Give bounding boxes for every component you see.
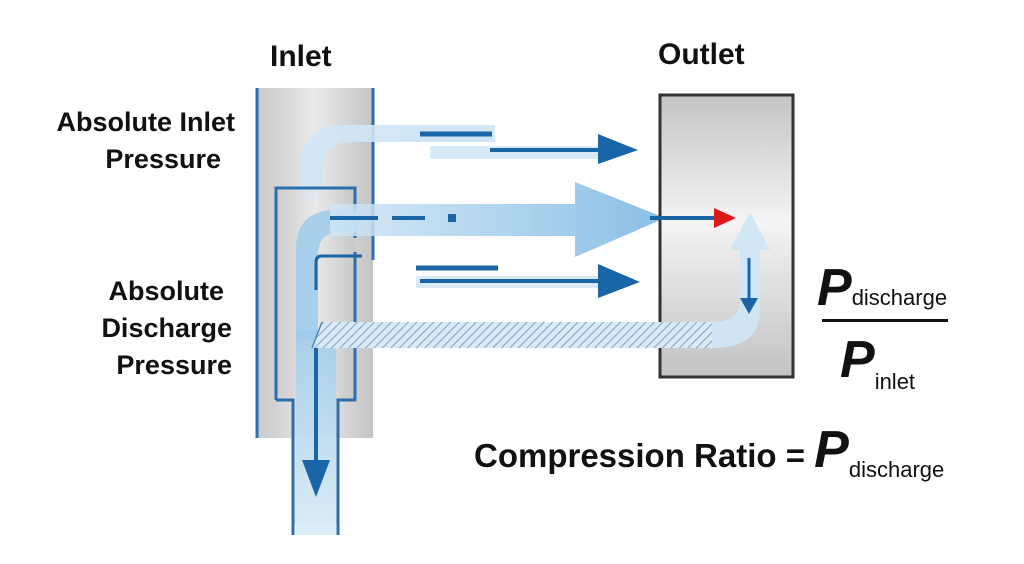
outlet-label: Outlet — [658, 38, 745, 71]
fraction-numerator: Pdischarge — [817, 258, 947, 318]
red-arrow — [650, 208, 736, 228]
absolute-discharge-pressure-line-2: Discharge — [101, 313, 232, 343]
inlet-label: Inlet — [270, 40, 332, 73]
numerator-symbol: P — [817, 259, 852, 317]
main-flow-arrow — [330, 182, 665, 257]
discharge-return-path — [311, 212, 770, 349]
fraction-denominator: Pinlet — [840, 330, 915, 394]
absolute-discharge-pressure-label: Absolute Discharge Pressure — [60, 273, 232, 384]
absolute-discharge-pressure-line-3: Pressure — [116, 350, 232, 380]
equation-symbol: P — [814, 421, 849, 479]
upper-arrow — [400, 128, 638, 164]
centerline-dashes — [330, 214, 456, 222]
numerator-subscript: discharge — [851, 285, 948, 310]
fraction-bar — [822, 319, 948, 322]
compression-ratio-equation: Compression Ratio = Pdischarge — [474, 420, 945, 482]
denominator-symbol: P — [840, 331, 875, 389]
absolute-discharge-pressure-line-1: Absolute — [108, 276, 224, 306]
equation-label: Compression Ratio = — [474, 437, 805, 474]
absolute-inlet-pressure-label: Absolute Inlet Pressure — [30, 104, 235, 178]
denominator-subscript: inlet — [874, 369, 916, 394]
absolute-inlet-pressure-line-2: Pressure — [105, 144, 221, 174]
lower-arrow — [416, 264, 640, 298]
discharge-pipe — [274, 186, 362, 535]
absolute-inlet-pressure-line-1: Absolute Inlet — [56, 107, 235, 137]
equation-subscript: discharge — [848, 457, 945, 482]
pressure-fraction: Pdischarge Pinlet — [812, 258, 952, 398]
